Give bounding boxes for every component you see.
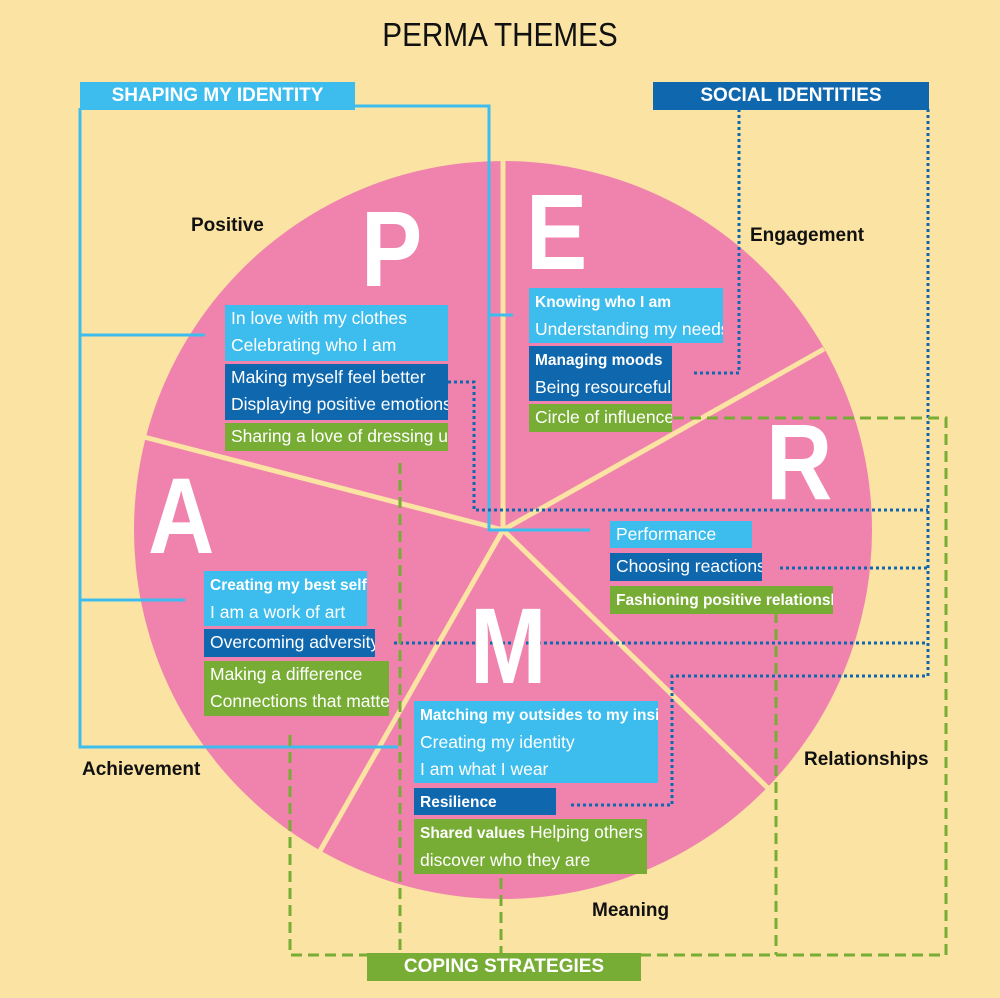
label-achievement: Achievement: [82, 759, 201, 780]
social-line-engagement: [692, 109, 741, 375]
divider-a-p: [143, 434, 504, 533]
relationships-shaping-line: Performance: [616, 524, 717, 544]
engagement-coping-line: Circle of influence: [535, 407, 672, 427]
divider-r-m: [501, 528, 778, 798]
positive-shaping-box: In love with my clothes Celebrating who …: [225, 305, 448, 361]
shaping-line-main: [78, 108, 398, 749]
positive-social-box: Making myself feel better Displaying pos…: [225, 364, 448, 420]
shaping-my-identity-header: SHAPING MY IDENTITY: [80, 82, 355, 110]
divider-e-r: [501, 346, 826, 533]
label-positive: Positive: [191, 215, 264, 236]
meaning-coping-line-1: Helping others to: [529, 822, 647, 842]
label-meaning: Meaning: [592, 900, 670, 921]
page-title: PERMA THEMES: [382, 16, 618, 53]
letter-m: M: [470, 585, 547, 706]
coping-line-achievement: [288, 735, 368, 957]
relationships-coping-bold: Fashioning positive relationships: [616, 592, 833, 609]
achievement-shaping-line: I am a work of art: [210, 602, 346, 622]
engagement-shaping-box: Knowing who I am Understanding my needs: [529, 288, 723, 343]
letter-e: E: [526, 171, 588, 292]
engagement-social-bold: Managing moods: [535, 352, 663, 369]
achievement-social-line: Overcoming adversity: [210, 632, 375, 652]
label-engagement: Engagement: [750, 225, 865, 246]
achievement-shaping-bold: Creating my best self: [210, 577, 367, 594]
meaning-coping-line-2: discover who they are: [420, 850, 591, 870]
positive-coping-line-1: Sharing a love of dressing up: [231, 426, 448, 446]
positive-social-line-2: Displaying positive emotions: [231, 394, 448, 414]
engagement-coping-box: Circle of influence: [529, 404, 672, 432]
shaping-connectors: [78, 104, 590, 749]
engagement-shaping-line: Understanding my needs: [535, 319, 723, 339]
positive-coping-box: Sharing a love of dressing up: [225, 423, 448, 451]
relationships-coping-box: Fashioning positive relationships: [610, 586, 833, 614]
relationships-social-box: Choosing reactions: [610, 553, 762, 581]
coping-connectors: [288, 416, 948, 957]
meaning-coping-box: Shared values Helping others to discover…: [414, 819, 647, 874]
social-line-right: [568, 109, 930, 807]
meaning-coping-bold: Shared values: [420, 825, 526, 842]
achievement-shaping-box: Creating my best self I am a work of art: [204, 571, 367, 626]
meaning-shaping-box: Matching my outsides to my insides Creat…: [414, 701, 658, 783]
divider-m-a: [317, 528, 506, 853]
coping-line-right: [640, 416, 948, 957]
engagement-social-line: Being resourceful: [535, 377, 672, 397]
coping-strategies-header: COPING STRATEGIES: [367, 953, 641, 981]
achievement-coping-box: Making a difference Connections that mat…: [204, 661, 389, 716]
achievement-social-box: Overcoming adversity: [204, 629, 375, 657]
relationships-social-line: Choosing reactions: [616, 556, 762, 576]
engagement-social-box: Managing moods Being resourceful: [529, 346, 672, 401]
positive-social-line-1: Making myself feel better: [231, 367, 426, 387]
meaning-social-box: Resilience: [414, 788, 556, 815]
letter-a: A: [148, 455, 215, 576]
social-connectors: [394, 109, 930, 807]
relationships-shaping-box: Performance: [610, 521, 752, 548]
letter-p: P: [361, 188, 423, 309]
pie-dividers: [143, 161, 826, 853]
positive-shaping-line-1: In love with my clothes: [231, 308, 408, 328]
achievement-coping-line-1: Making a difference: [210, 664, 363, 684]
engagement-shaping-bold: Knowing who I am: [535, 294, 672, 311]
positive-shaping-line-2: Celebrating who I am: [231, 335, 397, 355]
shaping-line-center: [354, 104, 590, 532]
meaning-shaping-line-1: Creating my identity: [420, 732, 575, 752]
meaning-shaping-line-2: I am what I wear: [420, 759, 549, 779]
meaning-shaping-bold: Matching my outsides to my insides: [420, 707, 658, 724]
meaning-social-bold: Resilience: [420, 794, 497, 811]
letter-r: R: [766, 401, 833, 522]
social-line-positive: [448, 380, 928, 512]
social-identities-header: SOCIAL IDENTITIES: [653, 82, 929, 110]
achievement-coping-line-2: Connections that matter: [210, 691, 389, 711]
label-relationships: Relationships: [804, 749, 929, 770]
